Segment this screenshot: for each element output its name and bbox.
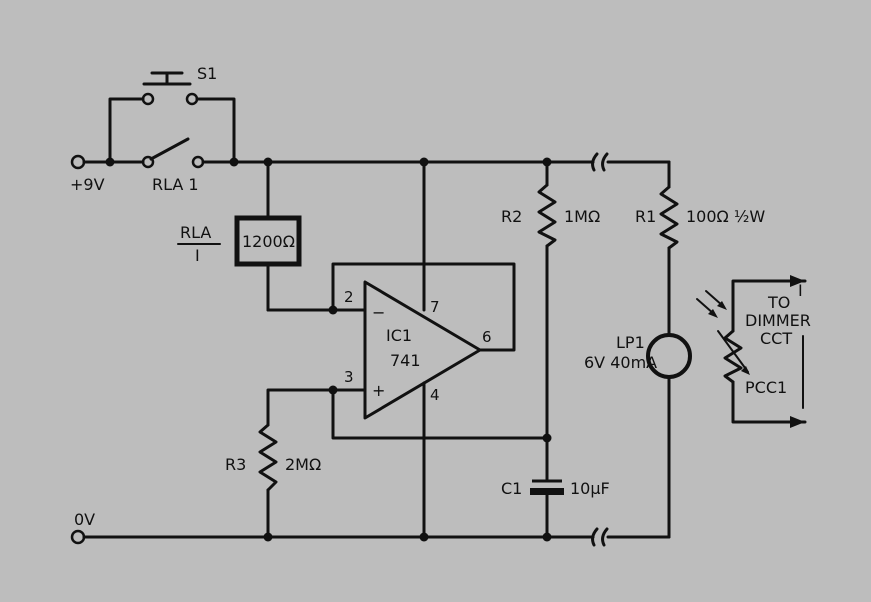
r1-value: 100Ω ½W (686, 207, 765, 226)
pin-6-label: 6 (482, 328, 492, 346)
plus9v-label: +9V (70, 175, 105, 194)
to-mark: I (798, 281, 803, 300)
lamp-lp1 (646, 333, 692, 539)
s1-label: S1 (197, 64, 217, 83)
lp1-value: 6V 40mA (584, 353, 657, 372)
r1-label: R1 (635, 207, 656, 226)
supply-rail (70, 152, 671, 172)
inverting-sign: − (372, 303, 385, 322)
lp1-label: LP1 (616, 333, 645, 352)
rla-label: RLA (180, 223, 211, 242)
pin-2-label: 2 (344, 288, 354, 306)
zero-v-label: 0V (74, 510, 95, 529)
switch-s1 (108, 71, 236, 164)
resistor-r2 (537, 160, 557, 440)
pin-3-label: 3 (344, 368, 354, 386)
r2-label: R2 (501, 207, 522, 226)
pin-7-label: 7 (430, 298, 440, 316)
cct-label: CCT (760, 329, 792, 348)
pin-4-label: 4 (430, 386, 440, 404)
capacitor-c1 (530, 436, 564, 539)
resistor-r3 (258, 388, 335, 539)
photoresistor-pcc1 (696, 275, 807, 428)
c1-value: 10µF (570, 479, 610, 498)
resistor-r1 (659, 160, 679, 336)
rla-coil-value: 1200Ω (242, 232, 295, 251)
rla1-label: RLA 1 (152, 175, 199, 194)
r3-label: R3 (225, 455, 246, 474)
noninverting-sign: + (372, 381, 385, 400)
relay-coil-rla (234, 160, 335, 312)
ground-rail (70, 527, 671, 547)
r3-value: 2MΩ (285, 455, 321, 474)
ic-name-label: IC1 (386, 326, 412, 345)
relay-contact-rla1 (141, 137, 205, 169)
rla-sub-label: I (195, 246, 200, 265)
ic-type-label: 741 (390, 351, 421, 370)
c1-label: C1 (501, 479, 522, 498)
dimmer-label: DIMMER (745, 311, 811, 330)
r2-value: 1MΩ (564, 207, 600, 226)
to-label: TO (767, 293, 790, 312)
opamp-ic1 (328, 160, 516, 539)
pcc1-label: PCC1 (745, 378, 787, 397)
